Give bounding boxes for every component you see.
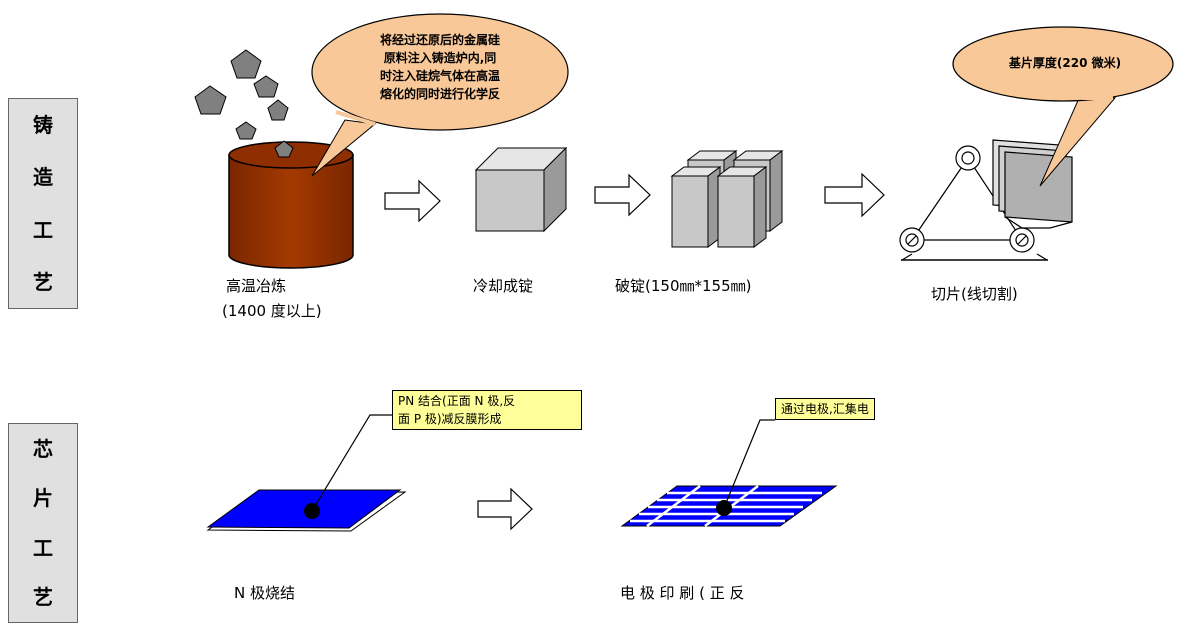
n-pole-wafer xyxy=(206,414,407,532)
electrode-wafer xyxy=(620,419,838,527)
chip-side-char: 艺 xyxy=(33,585,53,610)
pn-junction-label: PN 结合(正面 N 极,反 面 P 极)减反膜形成 xyxy=(392,390,582,430)
chip-side-char: 工 xyxy=(33,535,53,560)
casting-bubble-text: 将经过还原后的金属硅 原料注入铸造炉内,同 时注入硅烷气体在高温 熔化的同时进行… xyxy=(350,31,530,103)
casting-side-label: 铸 造 工 艺 xyxy=(8,98,78,309)
step-breaking: 破锭(150㎜*155㎜) xyxy=(615,277,752,295)
chip-side-char: 芯 xyxy=(33,436,53,461)
casting-bubble xyxy=(311,13,569,177)
bubble-line: 熔化的同时进行化学反 xyxy=(379,87,500,101)
bubble-line: 原料注入铸造炉内,同 xyxy=(383,51,497,65)
step-cooling: 冷却成锭 xyxy=(473,277,534,295)
step-smelting: 高温冶炼 (1400 度以上) xyxy=(222,275,322,321)
casting-side-char: 铸 xyxy=(33,113,53,138)
casting-side-char: 艺 xyxy=(33,269,53,294)
pn-line: PN 结合(正面 N 极,反 xyxy=(398,394,516,408)
chip-side-char: 片 xyxy=(33,486,53,511)
chip-side-label: 芯 片 工 艺 xyxy=(8,423,78,623)
bubble-line: 时注入硅烷气体在高温 xyxy=(379,69,500,83)
step-electrode-print: 电 极 印 刷 ( 正 反 xyxy=(620,584,745,602)
step-slicing: 切片(线切割) xyxy=(931,285,1018,303)
electrode-collect-label: 通过电极,汇集电 xyxy=(775,398,875,420)
process-arrows xyxy=(384,172,885,531)
ingot-cube xyxy=(474,146,568,233)
casting-side-char: 工 xyxy=(33,217,53,242)
broken-ingot-blocks xyxy=(670,150,784,248)
step-smelting-title: 高温冶炼 xyxy=(226,277,287,295)
step-smelting-temp: (1400 度以上) xyxy=(222,302,322,320)
casting-side-char: 造 xyxy=(33,165,53,190)
pn-line: 面 P 极)减反膜形成 xyxy=(398,412,502,426)
step-n-sintering: N 极烧结 xyxy=(234,584,295,602)
furnace-cylinder xyxy=(228,141,354,269)
silicon-chunks xyxy=(194,49,294,158)
slice-thickness-bubble xyxy=(952,26,1174,187)
bubble-line: 将经过还原后的金属硅 xyxy=(379,33,500,47)
wire-saw xyxy=(899,139,1073,261)
slice-bubble-text: 基片厚度(220 微米) xyxy=(1008,56,1122,70)
